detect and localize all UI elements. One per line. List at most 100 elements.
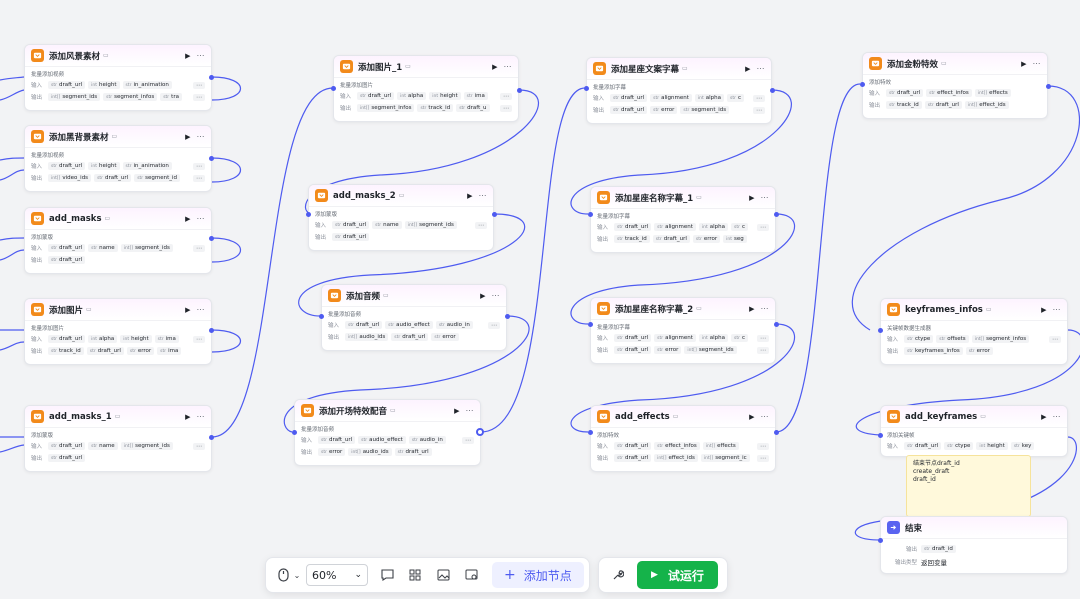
- play-icon[interactable]: ▶: [185, 132, 191, 141]
- play-icon[interactable]: ▶: [185, 51, 191, 60]
- more-icon[interactable]: ⋯: [1052, 305, 1061, 314]
- layout-icon[interactable]: [406, 566, 424, 584]
- comment-icon[interactable]: [378, 566, 396, 584]
- more-params-icon[interactable]: ⋯: [757, 223, 769, 231]
- input-port[interactable]: [331, 86, 336, 91]
- more-icon[interactable]: ⋯: [1052, 412, 1061, 421]
- wrench-icon[interactable]: [609, 566, 627, 584]
- more-icon[interactable]: ⋯: [196, 51, 205, 60]
- input-port[interactable]: [319, 314, 324, 319]
- more-icon[interactable]: ⋯: [760, 304, 769, 313]
- zoom-select[interactable]: 60% ⌄: [306, 564, 368, 586]
- play-icon[interactable]: ▶: [480, 291, 486, 300]
- play-icon[interactable]: ▶: [185, 214, 191, 223]
- more-icon[interactable]: ⋯: [465, 406, 474, 415]
- more-icon[interactable]: ⋯: [196, 132, 205, 141]
- play-icon[interactable]: ▶: [749, 412, 755, 421]
- input-port[interactable]: [306, 212, 311, 217]
- output-port[interactable]: [1046, 84, 1051, 89]
- output-port[interactable]: [209, 435, 214, 440]
- play-icon[interactable]: ▶: [467, 191, 473, 200]
- more-icon[interactable]: ⋯: [1032, 59, 1041, 68]
- play-icon[interactable]: ▶: [454, 406, 460, 415]
- input-port[interactable]: [878, 328, 883, 333]
- output-port[interactable]: [209, 75, 214, 80]
- more-icon[interactable]: ⋯: [196, 214, 205, 223]
- play-icon[interactable]: ▶: [749, 193, 755, 202]
- add-node-button[interactable]: + 添加节点: [492, 562, 584, 588]
- more-params-icon[interactable]: ⋯: [753, 94, 765, 102]
- input-port[interactable]: [878, 538, 883, 543]
- mouse-mode-icon[interactable]: [274, 566, 292, 584]
- more-params-icon[interactable]: ⋯: [488, 321, 500, 329]
- output-port[interactable]: [770, 88, 775, 93]
- input-port[interactable]: [584, 86, 589, 91]
- more-icon[interactable]: ⋯: [503, 62, 512, 71]
- play-icon[interactable]: ▶: [1041, 305, 1047, 314]
- comment-note[interactable]: 结束节点draft_id create_draft draft_id: [906, 455, 1031, 517]
- output-port[interactable]: [209, 156, 214, 161]
- more-params-icon[interactable]: ⋯: [193, 162, 205, 170]
- test-run-button[interactable]: ▶ 试运行: [637, 561, 718, 589]
- play-icon[interactable]: ▶: [749, 304, 755, 313]
- output-port-active[interactable]: [476, 428, 484, 436]
- play-icon[interactable]: ▶: [185, 412, 191, 421]
- output-port[interactable]: [517, 88, 522, 93]
- output-port[interactable]: [505, 314, 510, 319]
- input-port[interactable]: [588, 430, 593, 435]
- more-params-icon[interactable]: ⋯: [193, 174, 205, 182]
- more-params-icon[interactable]: ⋯: [193, 335, 205, 343]
- more-params-icon[interactable]: ⋯: [1049, 335, 1061, 343]
- chevron-down-icon[interactable]: ⌄: [293, 570, 301, 580]
- more-params-icon[interactable]: ⋯: [757, 334, 769, 342]
- more-params-icon[interactable]: ⋯: [500, 104, 512, 112]
- more-icon[interactable]: ⋯: [760, 193, 769, 202]
- input-port[interactable]: [588, 212, 593, 217]
- output-port[interactable]: [209, 236, 214, 241]
- output-port[interactable]: [209, 328, 214, 333]
- more-params-icon[interactable]: ⋯: [475, 221, 487, 229]
- play-icon[interactable]: ▶: [1041, 412, 1047, 421]
- play-icon[interactable]: ▶: [1021, 59, 1027, 68]
- play-icon[interactable]: ▶: [492, 62, 498, 71]
- input-port[interactable]: [588, 322, 593, 327]
- more-params-icon[interactable]: ⋯: [500, 92, 512, 100]
- more-icon[interactable]: ⋯: [196, 305, 205, 314]
- more-icon[interactable]: ⋯: [491, 291, 500, 300]
- play-icon[interactable]: ▶: [745, 64, 751, 73]
- image-icon[interactable]: [434, 566, 452, 584]
- more-params-icon[interactable]: ⋯: [193, 93, 205, 101]
- minimap-icon[interactable]: [462, 566, 480, 584]
- more-params-icon[interactable]: ⋯: [757, 346, 769, 354]
- play-icon[interactable]: ▶: [185, 305, 191, 314]
- more-icon[interactable]: ⋯: [760, 412, 769, 421]
- more-params-icon[interactable]: ⋯: [757, 454, 769, 462]
- more-params-icon[interactable]: ⋯: [193, 244, 205, 252]
- more-icon[interactable]: ⋯: [756, 64, 765, 73]
- output-port[interactable]: [492, 212, 497, 217]
- more-params-icon[interactable]: ⋯: [462, 436, 474, 444]
- more-params-icon[interactable]: ⋯: [193, 442, 205, 450]
- input-port[interactable]: [292, 430, 297, 435]
- output-port[interactable]: [774, 430, 779, 435]
- input-port[interactable]: [878, 433, 883, 438]
- more-icon[interactable]: ⋯: [478, 191, 487, 200]
